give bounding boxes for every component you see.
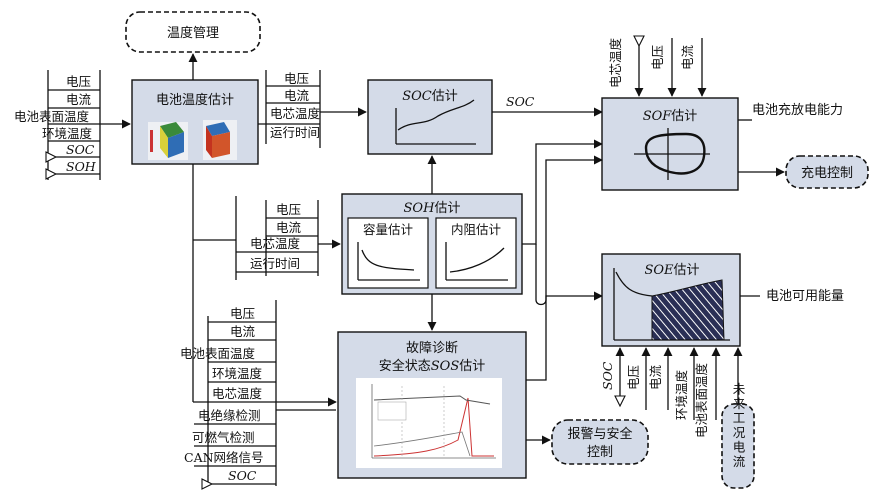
fault-input-insulation: 电绝缘检测 (198, 408, 261, 423)
input-ambient-temp: 环境温度 (42, 126, 93, 141)
soe-input-voltage: 电压 (626, 365, 641, 390)
sof-estimation-title: SOF估计 (643, 109, 698, 124)
resistance-estimation-box (435, 217, 517, 289)
alarm-safety-control-box (551, 419, 649, 465)
soc-output-label: SOC (506, 94, 535, 109)
soh-estimation-title: SOH估计 (404, 201, 461, 216)
soe-estimation-title: SOE估计 (644, 263, 699, 278)
sof-input-cell-temp: 电芯温度 (608, 37, 623, 88)
fault-input-voltage: 电压 (230, 306, 255, 321)
soc-estimation-title: SOC估计 (402, 89, 458, 104)
soe-energy-graph (613, 268, 730, 341)
thermal-model-image-2 (203, 120, 237, 160)
soe-bottom-inputs: SOC 电压 电流 环境温度 电池表面温度 (600, 347, 721, 438)
input-surface-temp: 电池表面温度 (14, 109, 90, 124)
input-voltage: 电压 (66, 74, 91, 89)
sos-estimation-title: 安全状态SOS估计 (379, 358, 486, 374)
soh-input-cell-temp: 电芯温度 (250, 236, 301, 251)
thermal-model-image-1 (148, 122, 188, 160)
soh-inputs: 电压 电流 电芯温度 运行时间 (236, 200, 318, 276)
fault-input-cell-temp: 电芯温度 (212, 386, 263, 401)
sof-estimation-box (601, 97, 739, 191)
soe-input-ambient-temp: 环境温度 (674, 369, 689, 420)
battery-temp-outputs: 电压 电流 电芯温度 运行时间 (266, 71, 321, 140)
fault-input-soc: SOC (228, 468, 257, 483)
sof-top-inputs: 电芯温度 电压 电流 (608, 35, 707, 97)
fault-input-surface-temp: 电池表面温度 (180, 346, 256, 361)
output-runtime: 运行时间 (270, 125, 320, 140)
input-soh: SOH (66, 159, 97, 174)
temperature-management-label: 温度管理 (167, 25, 219, 41)
soh-input-voltage: 电压 (276, 202, 301, 217)
sof-input-voltage: 电压 (650, 45, 665, 70)
future-current-box (721, 403, 755, 489)
temperature-management-box (125, 11, 261, 53)
capacity-estimation-box (347, 217, 429, 289)
output-current: 电流 (284, 88, 310, 103)
soh-input-runtime: 运行时间 (250, 256, 300, 271)
input-current: 电流 (66, 92, 92, 107)
sof-output-label: 电池充放电能力 (752, 102, 843, 118)
soe-output-label: 电池可用能量 (766, 289, 844, 304)
resistance-estimation-label: 内阻估计 (451, 222, 501, 237)
soc-curve-graph (395, 99, 476, 145)
sof-hysteresis-graph (634, 128, 710, 180)
soe-input-current: 电流 (648, 364, 663, 390)
soe-input-surface-temp: 电池表面温度 (694, 362, 709, 438)
input-soc: SOC (66, 142, 95, 157)
fault-diagnosis-title: 故障诊断 (406, 341, 458, 356)
charge-control-label: 充电控制 (801, 165, 853, 181)
alarm-safety-line2: 控制 (587, 445, 613, 460)
capacity-estimation-label: 容量估计 (363, 222, 413, 237)
fault-input-can: CAN网络信号 (184, 450, 264, 465)
future-current-label: 未来工况电流 (731, 383, 746, 470)
battery-temperature-title: 电池温度估计 (156, 92, 234, 108)
battery-temp-inputs: 电压 电流 电池表面温度 环境温度 SOC SOH (14, 74, 100, 180)
sos-temperature-plot (356, 378, 502, 468)
soe-input-soc: SOC (600, 361, 615, 390)
soh-input-current: 电流 (276, 220, 302, 235)
output-voltage: 电压 (284, 71, 309, 86)
output-cell-temp: 电芯温度 (270, 106, 321, 121)
charge-control-box (785, 155, 869, 189)
fault-input-current: 电流 (230, 324, 256, 339)
alarm-safety-line1: 报警与安全 (567, 426, 632, 442)
soc-estimation-box (367, 79, 493, 155)
fault-input-gas: 可燃气检测 (192, 430, 255, 445)
fault-input-ambient-temp: 环境温度 (212, 366, 263, 381)
fault-inputs: 电压 电流 电池表面温度 环境温度 电芯温度 电绝缘检测 可燃气检测 CAN网络… (180, 306, 276, 490)
sof-input-current: 电流 (680, 44, 695, 70)
